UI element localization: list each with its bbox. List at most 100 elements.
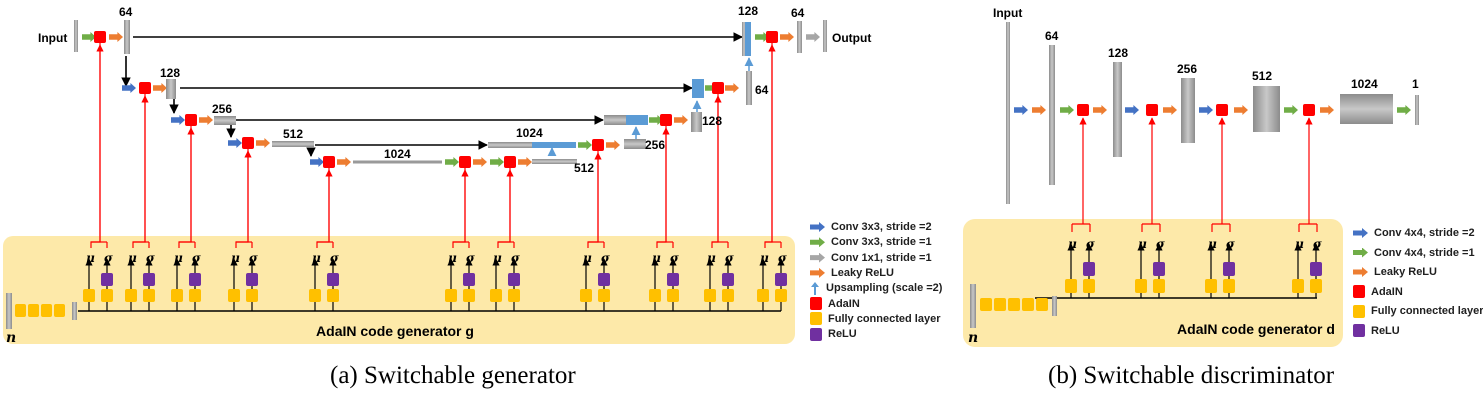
fc-block <box>757 289 769 302</box>
sigma-label: σ <box>1226 237 1235 251</box>
legend-item: Conv 3x3, stride =2 <box>810 219 932 235</box>
fc-block <box>15 304 26 317</box>
legend-arrow-icon <box>810 267 825 278</box>
conv-s1-arrow <box>490 157 504 167</box>
generator-code-panel <box>3 236 795 344</box>
generator-caption: (a) Switchable generator <box>330 362 576 389</box>
fc-block <box>28 304 39 317</box>
adain-block <box>459 156 471 168</box>
legend-item: Leaky ReLU <box>1353 264 1437 280</box>
leaky-relu-arrow <box>1320 105 1334 115</box>
adain-block <box>1216 104 1228 116</box>
disc-output-feature <box>1415 95 1419 125</box>
connection-lines <box>78 32 1320 312</box>
adain-block <box>592 139 604 151</box>
mu-label: μ <box>312 251 321 265</box>
sigma-label: σ <box>670 251 679 265</box>
feature-512-up <box>532 159 577 164</box>
mu-label: μ <box>86 251 95 265</box>
disc-latent-input <box>970 284 976 328</box>
legend-arrow-icon <box>810 222 825 232</box>
legend-item: Conv 4x4, stride =1 <box>1353 245 1475 261</box>
fc-block <box>1223 279 1235 293</box>
fc-block <box>598 289 610 302</box>
relu-block <box>775 273 787 286</box>
channel-label: 256 <box>212 102 232 116</box>
relu-block <box>1223 262 1235 276</box>
network-blocks <box>6 20 1419 329</box>
legend-label: ReLU <box>1371 324 1400 337</box>
adain-block <box>1077 104 1089 116</box>
legend-box-icon <box>810 327 822 341</box>
adain-code-link <box>235 149 249 248</box>
leaky-relu-arrow <box>518 157 532 167</box>
leaky-relu-arrow <box>780 32 794 42</box>
fc-block <box>667 289 679 302</box>
legend-label: ReLU <box>828 328 857 341</box>
sigma-label: σ <box>104 251 113 265</box>
sigma-label: σ <box>601 251 610 265</box>
relu-block <box>722 273 734 286</box>
conv-s1-arrow <box>82 32 96 42</box>
legend-label: AdaIN <box>828 297 860 310</box>
sigma-label: σ <box>330 251 339 265</box>
channel-label: 512 <box>574 161 594 175</box>
fc-block <box>1205 279 1217 293</box>
legend-label: AdaIN <box>1371 285 1403 298</box>
mu-label: μ <box>652 251 661 265</box>
adain-block <box>504 156 516 168</box>
legend-label: Fully connected layer <box>1371 305 1483 317</box>
mu-label: μ <box>231 251 240 265</box>
skip-feature-512 <box>488 142 532 148</box>
legend-label: Leaky ReLU <box>1374 266 1437 278</box>
fc-block <box>722 289 734 302</box>
mu-label: μ <box>1208 237 1217 251</box>
relu-block <box>1083 262 1095 276</box>
disc-input-feature <box>1006 22 1010 204</box>
legend-label: Conv 3x3, stride =2 <box>831 221 932 233</box>
adain-block <box>766 31 778 43</box>
fc-block <box>101 289 113 302</box>
mu-label: μ <box>707 251 716 265</box>
disc-feature-64 <box>1049 45 1055 185</box>
leaky-relu-arrow <box>1163 105 1177 115</box>
channel-label: 256 <box>645 138 665 152</box>
mu-label: μ <box>493 251 502 265</box>
upsampled-feature <box>532 142 576 148</box>
feature-256-up <box>624 139 646 149</box>
feature-64 <box>124 20 130 54</box>
conv-s1-arrow <box>445 157 459 167</box>
legend-box-icon <box>810 312 822 326</box>
legend-item: AdaIN <box>810 296 860 312</box>
fc-block <box>1310 279 1322 293</box>
sigma-label: σ <box>1086 237 1095 251</box>
sigma-label: σ <box>1156 237 1165 251</box>
legend-box-icon <box>1353 304 1365 318</box>
fc-block <box>309 289 321 302</box>
legend-item: Fully connected layer <box>1353 303 1483 319</box>
fc-block <box>445 289 457 302</box>
relu-block <box>667 273 679 286</box>
upsampled-feature <box>626 115 648 125</box>
relu-block <box>143 273 155 286</box>
adain-block <box>323 156 335 168</box>
fc-block <box>143 289 155 302</box>
disc-feature-128 <box>1113 62 1122 157</box>
leaky-relu-arrow <box>1032 105 1046 115</box>
channel-label: 128 <box>702 114 722 128</box>
mu-label: μ <box>1068 237 1077 251</box>
disc-feature-256 <box>1181 78 1195 143</box>
disc-code-feature <box>1052 296 1057 316</box>
fc-block <box>1008 298 1020 311</box>
adain-block <box>712 82 724 94</box>
fc-block <box>490 289 502 302</box>
feature-512 <box>272 141 314 147</box>
leaky-relu-arrow <box>473 157 487 167</box>
relu-block <box>1310 262 1322 276</box>
relu-block <box>598 273 610 286</box>
leaky-relu-arrow <box>725 83 739 93</box>
output-feature <box>823 20 827 52</box>
relu-block <box>189 273 201 286</box>
legend-arrow-icon <box>810 237 825 248</box>
